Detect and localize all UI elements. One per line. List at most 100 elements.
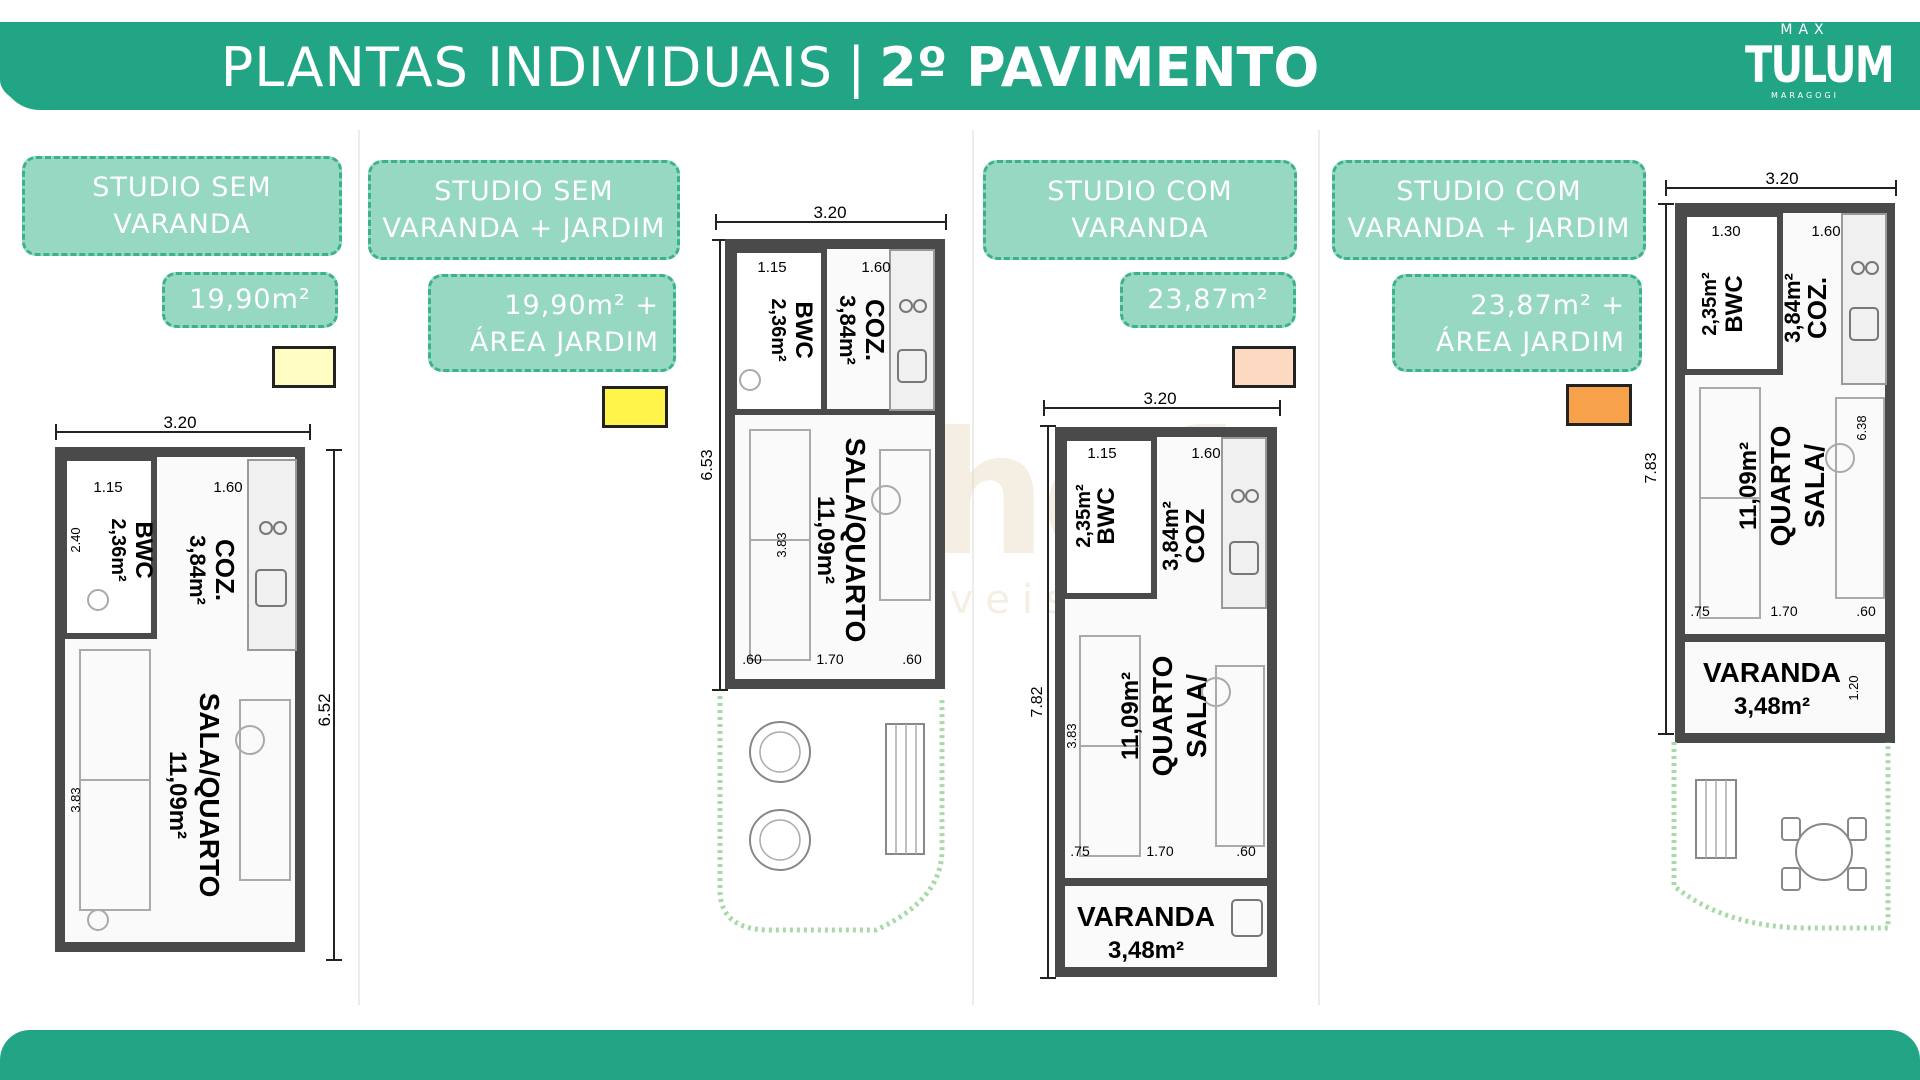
- unit-type-line1: STUDIO COM: [1047, 176, 1233, 207]
- plan-main-label: SALA/QUARTO: [840, 438, 871, 643]
- plan-coz-width: 1.60: [1811, 223, 1840, 240]
- unit-type-tag: STUDIO SEM VARANDA: [22, 156, 342, 256]
- garden-bench-icon: [885, 723, 925, 855]
- plan-coz-area: 3,84m²: [835, 295, 860, 365]
- plan-varanda-label: VARANDA: [1077, 901, 1215, 932]
- plan-main-label: SALA/QUARTO: [194, 693, 225, 898]
- plan-bwc-label: BWC: [790, 301, 817, 358]
- title-separator: |: [847, 36, 866, 99]
- column-divider: [972, 130, 974, 1005]
- plan-coz-label: COZ.: [210, 539, 240, 601]
- unit-area-tag: 23,87m² + ÁREA JARDIM: [1392, 274, 1642, 372]
- unit-color-swatch: [272, 346, 336, 388]
- logo-top: MAX: [1780, 22, 1830, 38]
- plan-dim-v: 1.20: [1846, 675, 1861, 700]
- plan-dim-m: 1.70: [1146, 843, 1173, 859]
- floor-plan-studio-sem-varanda: 3.20 6.52 1.15 1.60 3.83 2.40 BWC 2,36m²…: [40, 400, 350, 970]
- plan-dim-a: 3.83: [774, 532, 789, 557]
- unit-area-line1: 19,90m²: [189, 284, 311, 315]
- unit-area-line1: 19,90m² +: [504, 290, 659, 321]
- plan-bwc-area: 2,36m²: [767, 298, 789, 362]
- unit-type-line2: VARANDA + JARDIM: [382, 213, 666, 244]
- plan-bwc-area: 2,36m²: [107, 518, 129, 582]
- logo-sub: MARAGOGI: [1771, 91, 1839, 100]
- plan-width: 3.20: [1143, 389, 1176, 408]
- unit-color-swatch: [602, 386, 668, 428]
- plan-coz-width: 1.60: [213, 479, 242, 496]
- table-chairs-icon: [1781, 817, 1867, 891]
- plan-bwc-width: 1.15: [93, 479, 122, 496]
- brand-logo: MAX TULUM MARAGOGI: [1730, 20, 1895, 110]
- plan-width: 3.20: [1765, 169, 1798, 188]
- plan-dim-r: .60: [1236, 843, 1256, 859]
- plan-coz-area: 3,84m²: [1158, 501, 1183, 571]
- unit-area-line1: 23,87m²: [1147, 284, 1269, 315]
- plan-dim-r: .60: [1856, 603, 1876, 619]
- column-divider: [358, 130, 360, 1005]
- plan-main-area: 11,09m²: [164, 751, 191, 839]
- floor-plan-studio-sem-varanda-jardim: 3.20 6.53 1.15 1.60 3.83 .60 1.70 .60 BW…: [680, 200, 960, 940]
- footer-bar: [0, 1030, 1920, 1080]
- unit-area-tag: 19,90m²: [162, 272, 338, 328]
- plan-width: 3.20: [813, 203, 846, 222]
- plan-dim-m: 1.70: [1770, 603, 1797, 619]
- column-divider: [1318, 130, 1320, 1005]
- garden-outline: [717, 696, 945, 933]
- plan-coz-width: 1.60: [1191, 445, 1220, 462]
- unit-color-swatch: [1566, 384, 1632, 426]
- plan-bwc-width: 1.15: [1087, 445, 1116, 462]
- plan-height: 7.82: [1029, 686, 1046, 717]
- plan-main-area: 11,09m²: [812, 496, 839, 584]
- unit-area-tag: 19,90m² + ÁREA JARDIM: [428, 274, 676, 372]
- unit-type-tag: STUDIO COM VARANDA + JARDIM: [1332, 160, 1646, 260]
- plan-dim-a: 3.83: [68, 787, 83, 812]
- plan-bwc-width: 1.15: [757, 259, 786, 276]
- plan-varanda-area: 3,48m²: [1734, 693, 1810, 720]
- plan-dim-a: 6.38: [1854, 415, 1869, 440]
- garden-bench-icon: [1695, 779, 1737, 859]
- plan-coz-label: COZ: [1180, 508, 1210, 563]
- plan-dim-a: 3.83: [1064, 723, 1079, 748]
- plan-coz-label: COZ.: [860, 299, 890, 361]
- unit-type-line2: VARANDA + JARDIM: [1347, 213, 1631, 244]
- plan-width: 3.20: [163, 413, 196, 432]
- plan-bwc-area: 2,35m²: [1073, 484, 1095, 548]
- garden-chair-icon: [749, 721, 811, 783]
- garden-chair-icon: [749, 809, 811, 871]
- plan-dim-l: .75: [1070, 843, 1090, 859]
- plan-dim-m: 1.70: [816, 651, 843, 667]
- unit-type-line2: VARANDA: [1071, 213, 1209, 244]
- unit-color-swatch: [1232, 346, 1296, 388]
- plan-coz-area: 3,84m²: [185, 535, 210, 605]
- plan-main-label-2: SALA/: [1799, 444, 1830, 528]
- unit-type-line1: STUDIO SEM: [434, 176, 614, 207]
- plan-dim-b: 2.40: [68, 527, 83, 552]
- unit-type-line1: STUDIO SEM: [92, 172, 272, 203]
- plan-varanda-label: VARANDA: [1703, 657, 1841, 688]
- plan-coz-width: 1.60: [861, 259, 890, 276]
- logo-name: TULUM: [1745, 36, 1895, 94]
- unit-area-line2: ÁREA JARDIM: [1435, 327, 1625, 358]
- plan-varanda-area: 3,48m²: [1108, 937, 1184, 964]
- floor-plan-studio-com-varanda-jardim: 3.20 7.83 1.30 1.60 6.38 .75 1.70 .60 1.…: [1630, 168, 1920, 948]
- plan-bwc-label: BWC: [130, 521, 157, 578]
- plan-height: 7.83: [1643, 452, 1660, 483]
- plan-height: 6.53: [699, 449, 716, 480]
- garden-outline: [1671, 742, 1891, 931]
- plan-bwc-width: 1.30: [1711, 223, 1740, 240]
- header-bar: [0, 22, 1920, 110]
- unit-type-tag: STUDIO COM VARANDA: [983, 160, 1297, 260]
- plan-main-area: 11,09m²: [1117, 672, 1144, 760]
- unit-type-tag: STUDIO SEM VARANDA + JARDIM: [368, 160, 680, 260]
- plan-bwc-label: BWC: [1093, 487, 1120, 544]
- plan-dim-l: .75: [1690, 603, 1710, 619]
- plan-dim-l: .60: [742, 651, 762, 667]
- plan-bwc-area: 2,35m²: [1699, 272, 1721, 336]
- floor-plan-studio-com-varanda: 3.20 7.82 1.15 1.60 3.83 .75 1.70 .60 BW…: [1010, 386, 1300, 986]
- unit-area-line1: 23,87m² +: [1470, 290, 1625, 321]
- title-light: PLANTAS INDIVIDUAIS: [220, 36, 834, 99]
- unit-area-tag: 23,87m²: [1120, 272, 1296, 328]
- plan-height: 6.52: [315, 693, 334, 726]
- unit-type-line2: VARANDA: [113, 209, 251, 240]
- unit-area-line2: ÁREA JARDIM: [469, 327, 659, 358]
